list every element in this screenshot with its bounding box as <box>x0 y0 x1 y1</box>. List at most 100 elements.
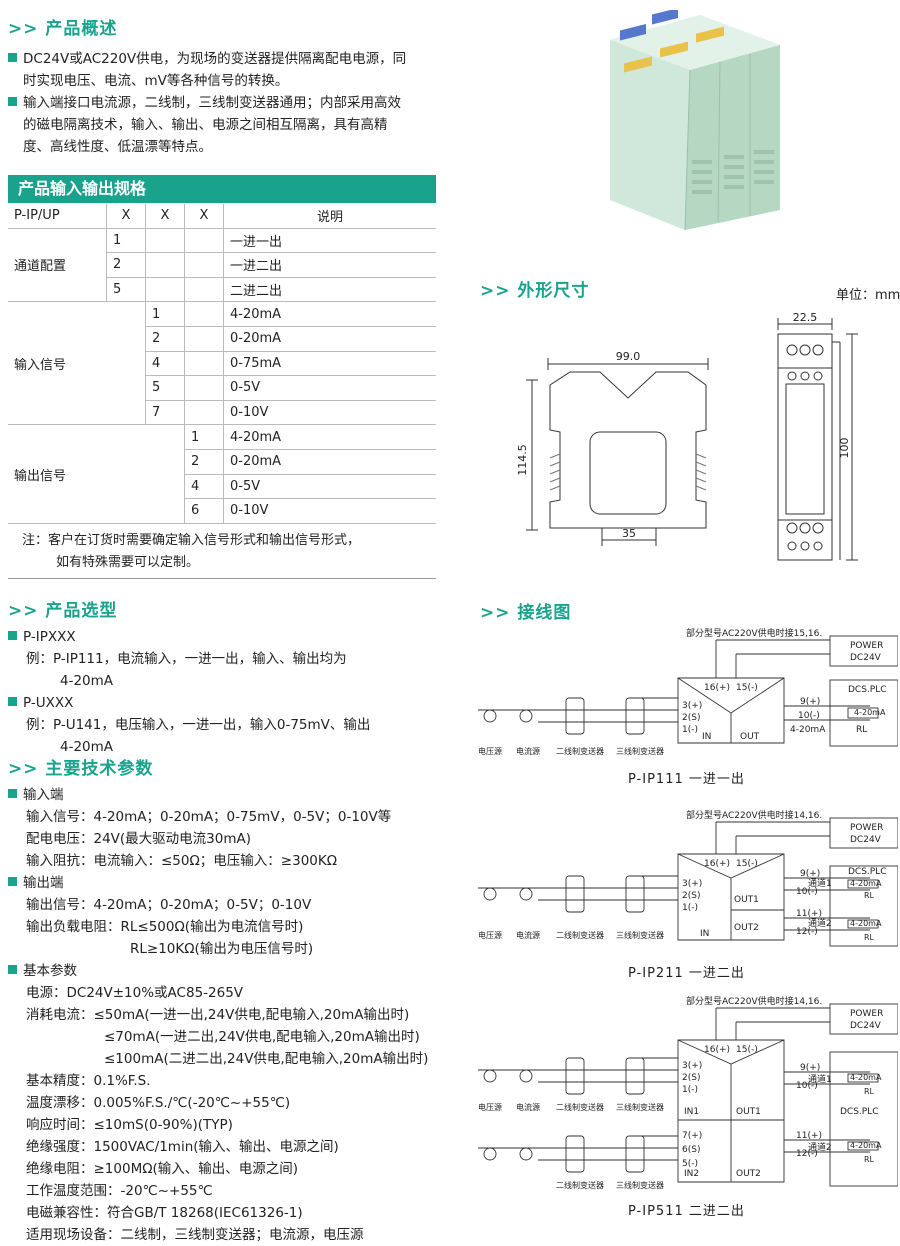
side-height-label: 100 <box>838 438 851 459</box>
svg-text:RL: RL <box>864 891 875 900</box>
foot-label: 35 <box>622 527 636 540</box>
wiring-title: >> 接线图 <box>480 603 572 623</box>
svg-text:RL: RL <box>864 1155 875 1164</box>
svg-text:二线制变送器: 二线制变送器 <box>556 1102 604 1112</box>
svg-text:1(-): 1(-) <box>682 903 698 913</box>
selection-list: P-IPXXX 例：P-IP111，电流输入，一进一出，输入、输出均为 4-20… <box>8 626 438 758</box>
svg-text:DC24V: DC24V <box>850 1021 882 1031</box>
svg-text:10(-): 10(-) <box>796 887 818 897</box>
caption-ip511: P-IP511 二进二出 <box>628 1204 745 1219</box>
svg-text:4-20mA: 4-20mA <box>850 879 882 888</box>
svg-text:3(+): 3(+) <box>682 879 702 889</box>
svg-text:7(+): 7(+) <box>682 1131 702 1141</box>
svg-text:通道1: 通道1 <box>808 1073 832 1085</box>
svg-text:电压源: 电压源 <box>478 930 502 940</box>
caption-ip111: P-IP111 一进一出 <box>628 772 745 787</box>
caption-ip211: P-IP211 一进二出 <box>628 966 745 981</box>
svg-text:3(+): 3(+) <box>682 1061 702 1071</box>
svg-text:11(+): 11(+) <box>796 909 822 919</box>
svg-text:10(-): 10(-) <box>798 711 820 721</box>
product-photo <box>610 10 780 230</box>
svg-text:DCS.PLC: DCS.PLC <box>840 1107 879 1117</box>
bullet-square-icon <box>8 789 17 798</box>
svg-text:POWER: POWER <box>850 641 883 651</box>
svg-text:16(+): 16(+) <box>704 1045 730 1055</box>
svg-text:通道2: 通道2 <box>808 1141 832 1153</box>
wiring-diagram-ip511: 部分型号AC220V供电时接14,16. POWER DC24V DCS.PLC… <box>478 996 898 1190</box>
svg-text:2(S): 2(S) <box>682 713 700 723</box>
svg-text:OUT1: OUT1 <box>734 895 759 905</box>
svg-text:电压源: 电压源 <box>478 746 502 756</box>
svg-text:部分型号AC220V供电时接14,16.: 部分型号AC220V供电时接14,16. <box>686 996 822 1007</box>
bullet-square-icon <box>8 697 17 706</box>
svg-text:三线制变送器: 三线制变送器 <box>616 1180 664 1190</box>
svg-text:IN1: IN1 <box>684 1107 699 1117</box>
svg-text:5(-): 5(-) <box>682 1159 698 1169</box>
svg-text:部分型号AC220V供电时接14,16.: 部分型号AC220V供电时接14,16. <box>686 810 822 821</box>
svg-text:2(S): 2(S) <box>682 891 700 901</box>
svg-text:16(+): 16(+) <box>704 683 730 693</box>
svg-text:10(-): 10(-) <box>796 1081 818 1091</box>
svg-text:1(-): 1(-) <box>682 1085 698 1095</box>
table-row: P-IP/UP X X X 说明 <box>8 204 436 229</box>
unit-label: 单位：mm <box>836 288 900 303</box>
spec-title: 产品输入输出规格 <box>8 175 436 203</box>
front-dimension-drawing: 99.0 114.5 35 <box>516 350 709 546</box>
svg-text:4-20mA: 4-20mA <box>850 919 882 928</box>
overview-item-2: 输入端接口电流源，二线制，三线制变送器通用；内部采用高效 的磁电隔离技术，输入、… <box>8 92 438 158</box>
svg-text:电流源: 电流源 <box>516 746 540 756</box>
svg-text:4-20mA: 4-20mA <box>850 1073 882 1082</box>
svg-text:DCS.PLC: DCS.PLC <box>848 867 887 877</box>
svg-text:11(+): 11(+) <box>796 1131 822 1141</box>
svg-text:OUT2: OUT2 <box>734 923 759 933</box>
svg-text:RL: RL <box>864 1087 875 1096</box>
overview-item-1: DC24V或AC220V供电，为现场的变送器提供隔离配电电源，同 时实现电压、电… <box>8 48 438 92</box>
svg-text:6(S): 6(S) <box>682 1145 700 1155</box>
module-illustration <box>610 10 780 230</box>
bullet-square-icon <box>8 53 17 62</box>
params-list: 输入端 输入信号：4-20mA；0-20mA；0-75mV，0-5V；0-10V… <box>8 784 448 1246</box>
svg-text:POWER: POWER <box>850 823 883 833</box>
height-label: 114.5 <box>516 444 529 476</box>
svg-text:15(-): 15(-) <box>736 683 758 693</box>
svg-text:9(+): 9(+) <box>800 1063 820 1073</box>
svg-text:DC24V: DC24V <box>850 653 882 663</box>
svg-text:部分型号AC220V供电时接15,16.: 部分型号AC220V供电时接15,16. <box>686 628 822 639</box>
svg-text:二线制变送器: 二线制变送器 <box>556 930 604 940</box>
svg-text:OUT1: OUT1 <box>736 1107 761 1117</box>
svg-text:DC24V: DC24V <box>850 835 882 845</box>
svg-text:三线制变送器: 三线制变送器 <box>616 930 664 940</box>
svg-text:3(+): 3(+) <box>682 701 702 711</box>
svg-text:电压源: 电压源 <box>478 1102 502 1112</box>
svg-text:电流源: 电流源 <box>516 930 540 940</box>
bullet-square-icon <box>8 631 17 640</box>
svg-text:三线制变送器: 三线制变送器 <box>616 1102 664 1112</box>
svg-text:4-20mA: 4-20mA <box>850 1141 882 1150</box>
svg-text:15(-): 15(-) <box>736 1045 758 1055</box>
svg-text:2(S): 2(S) <box>682 1073 700 1083</box>
svg-text:通道2: 通道2 <box>808 917 832 929</box>
side-width-label: 22.5 <box>793 311 818 324</box>
svg-text:电流源: 电流源 <box>516 1102 540 1112</box>
svg-text:二线制变送器: 二线制变送器 <box>556 1180 604 1190</box>
width-label: 99.0 <box>616 350 641 363</box>
side-dimension-drawing: 22.5 100 <box>777 311 858 561</box>
svg-text:IN: IN <box>702 732 711 742</box>
svg-text:1(-): 1(-) <box>682 725 698 735</box>
svg-text:RL: RL <box>864 933 875 942</box>
svg-text:15(-): 15(-) <box>736 859 758 869</box>
svg-text:RL: RL <box>856 725 867 735</box>
divider <box>8 578 436 579</box>
svg-text:OUT: OUT <box>740 732 760 742</box>
bullet-square-icon <box>8 97 17 106</box>
dimensions-title: >> 外形尺寸 <box>480 281 590 301</box>
svg-text:二线制变送器: 二线制变送器 <box>556 746 604 756</box>
svg-text:12(-): 12(-) <box>796 1149 818 1159</box>
svg-text:12(-): 12(-) <box>796 927 818 937</box>
spec-note: 注：客户在订货时需要确定输入信号形式和输出信号形式， 如有特殊需要可以定制。 <box>22 533 361 570</box>
svg-text:4-20mA: 4-20mA <box>790 725 826 735</box>
bullet-square-icon <box>8 877 17 886</box>
svg-text:DCS.PLC: DCS.PLC <box>848 685 887 695</box>
svg-text:IN: IN <box>700 929 709 939</box>
